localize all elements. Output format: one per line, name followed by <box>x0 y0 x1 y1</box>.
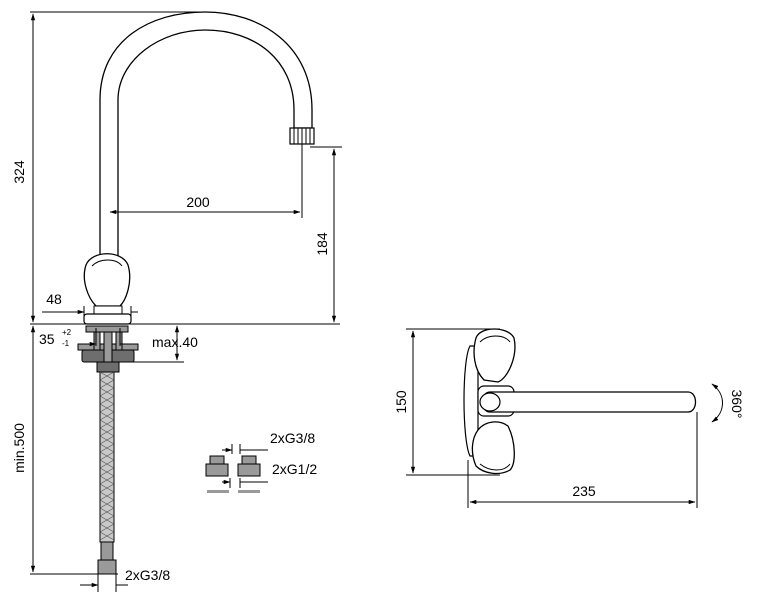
dim-hole-diameter: 35 <box>39 331 55 347</box>
base-body <box>93 305 123 315</box>
dim-rotation: 360° <box>729 390 745 419</box>
adapter-right-body <box>237 463 261 477</box>
top-view-handle-lower <box>471 421 515 475</box>
dim-hole-tol-minus: -1 <box>62 339 70 348</box>
adapter-left-body <box>205 463 229 477</box>
washer-left <box>207 490 229 493</box>
adapter-fittings: 2xG3/8 2xG1/2 <box>205 430 317 493</box>
dim-max-thickness: max.40 <box>152 334 198 350</box>
dim-adapter-bottom: 2xG1/2 <box>272 461 317 477</box>
washer-right <box>238 490 260 493</box>
base-flange <box>83 313 132 325</box>
top-view-handle-upper <box>473 328 516 383</box>
lever-handle <box>83 253 131 307</box>
dim-base-diameter: 48 <box>46 291 62 307</box>
dim-height-total: 324 <box>11 160 27 184</box>
adapter-left-top <box>209 455 225 465</box>
mounting-washer <box>85 325 129 333</box>
spout-tube <box>99 11 313 263</box>
hose-connector-nut <box>97 559 117 575</box>
hose-ferrule <box>100 541 114 561</box>
rotation-arrow-icon <box>711 383 723 423</box>
dim-hose-length: min.500 <box>11 423 27 473</box>
dim-top-view-reach: 235 <box>572 483 596 499</box>
dim-hose-connection: 2xG3/8 <box>125 567 170 583</box>
dim-adapter-top: 2xG3/8 <box>270 430 315 446</box>
dim-hole-tol-plus: +2 <box>62 328 72 337</box>
dim-spout-reach: 200 <box>186 194 210 210</box>
dim-spout-height: 184 <box>314 232 330 256</box>
top-view-spout-arm <box>481 391 697 413</box>
dim-top-view-height: 150 <box>393 390 409 414</box>
top-view: 150 235 360° <box>393 328 745 508</box>
adapter-right-top <box>241 455 257 465</box>
hose-nut-top <box>96 361 120 373</box>
hose-braid-pattern <box>99 371 115 541</box>
side-view: 324 200 184 48 35 +2 -1 max.40 min.500 <box>11 11 342 592</box>
